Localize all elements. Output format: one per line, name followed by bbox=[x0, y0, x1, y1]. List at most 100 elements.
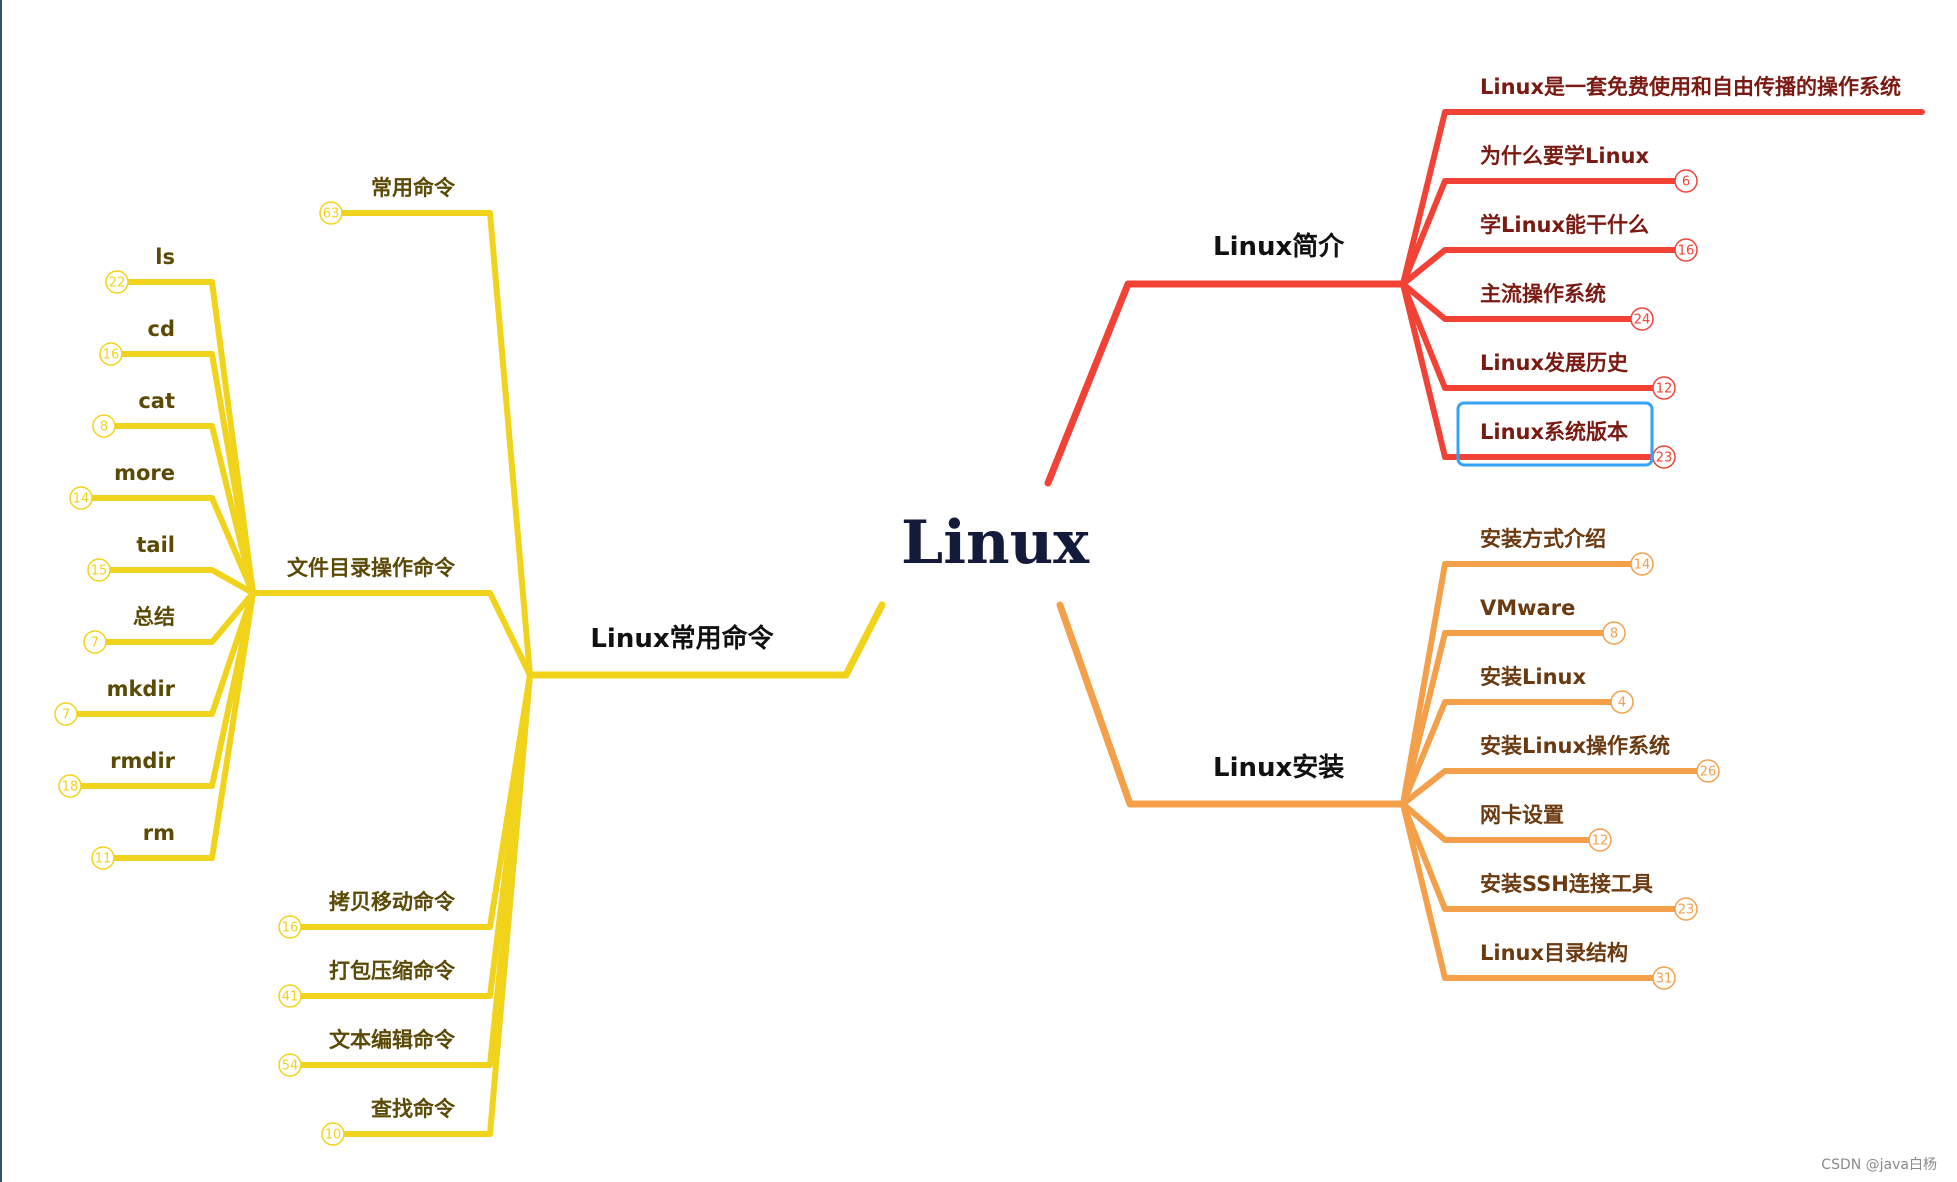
node-commands-item[interactable]: 文本编辑命令 bbox=[329, 1028, 456, 1052]
node-intro-item[interactable]: Linux发展历史 bbox=[1480, 351, 1629, 375]
edge-commands-to-filedir bbox=[250, 590, 533, 678]
count-badge[interactable]: 15 bbox=[87, 558, 111, 582]
edge-install-child bbox=[1400, 630, 1617, 807]
node-install-item[interactable]: 安装Linux bbox=[1480, 665, 1586, 689]
collapsed-count-circle bbox=[54, 702, 78, 726]
count-badge[interactable]: 41 bbox=[278, 984, 302, 1008]
count-badge[interactable]: 16 bbox=[99, 342, 123, 366]
edge-root-to-commands bbox=[526, 601, 886, 679]
collapsed-count-circle bbox=[1588, 828, 1612, 852]
count-badge[interactable]: 18 bbox=[58, 774, 82, 798]
edge-commands-child bbox=[287, 672, 533, 999]
edge-filedir-leaf bbox=[114, 279, 256, 596]
collapsed-count-label: 12 bbox=[1656, 382, 1673, 397]
collapsed-count-circle bbox=[278, 1053, 302, 1077]
count-badge[interactable]: 12 bbox=[1588, 828, 1612, 852]
node-install-item[interactable]: 网卡设置 bbox=[1480, 803, 1564, 827]
node-command-总结[interactable]: 总结 bbox=[133, 605, 175, 629]
node-commands-item[interactable]: 常用命令 bbox=[371, 176, 456, 200]
count-badge[interactable]: 54 bbox=[278, 1053, 302, 1077]
node-command-cd[interactable]: cd bbox=[148, 317, 175, 341]
edge-filedir-leaf bbox=[101, 423, 256, 596]
node-commands-item[interactable]: 查找命令 bbox=[371, 1097, 456, 1121]
collapsed-count-label: 7 bbox=[91, 636, 99, 651]
edge-commands-child bbox=[330, 672, 533, 1137]
count-badge[interactable]: 23 bbox=[1674, 897, 1698, 921]
node-intro-item[interactable]: 为什么要学Linux bbox=[1480, 144, 1649, 168]
count-badge[interactable]: 22 bbox=[105, 270, 129, 294]
node-command-cat[interactable]: cat bbox=[138, 389, 175, 413]
collapsed-count-circle bbox=[99, 342, 123, 366]
collapsed-count-label: 23 bbox=[1656, 451, 1673, 466]
node-command-ls[interactable]: ls bbox=[155, 245, 175, 269]
collapsed-count-label: 11 bbox=[95, 852, 112, 867]
collapsed-count-label: 14 bbox=[73, 492, 90, 507]
count-badge[interactable]: 11 bbox=[91, 846, 115, 870]
collapsed-count-label: 26 bbox=[1700, 765, 1717, 780]
node-command-rm[interactable]: rm bbox=[143, 821, 175, 845]
edge-intro-child bbox=[1400, 281, 1667, 391]
node-filedir-commands[interactable]: 文件目录操作命令 bbox=[287, 556, 456, 580]
edge-filedir-leaf bbox=[63, 590, 256, 717]
node-install-item[interactable]: 安装SSH连接工具 bbox=[1480, 872, 1653, 896]
count-badge[interactable]: 10 bbox=[321, 1122, 345, 1146]
collapsed-count-label: 12 bbox=[1592, 834, 1609, 849]
count-badge[interactable]: 14 bbox=[1630, 552, 1654, 576]
node-command-rmdir[interactable]: rmdir bbox=[110, 749, 175, 773]
count-badge[interactable]: 16 bbox=[278, 915, 302, 939]
count-badge[interactable]: 16 bbox=[1674, 238, 1698, 262]
edge-filedir-leaf bbox=[92, 590, 256, 645]
count-badge[interactable]: 12 bbox=[1652, 376, 1676, 400]
node-install-item[interactable]: 安装Linux操作系统 bbox=[1480, 734, 1670, 758]
count-badge[interactable]: 26 bbox=[1696, 759, 1720, 783]
edge-root-to-intro bbox=[1044, 280, 1407, 487]
edge-install-child bbox=[1400, 801, 1689, 912]
node-install-item[interactable]: 安装方式介绍 bbox=[1480, 527, 1606, 551]
node-intro-item[interactable]: Linux是一套免费使用和自由传播的操作系统 bbox=[1480, 75, 1901, 99]
edge-intro-child bbox=[1400, 281, 1667, 460]
count-badge[interactable]: 31 bbox=[1652, 966, 1676, 990]
edge-intro-child bbox=[1400, 281, 1645, 322]
count-badge[interactable]: 7 bbox=[83, 630, 107, 654]
collapsed-count-circle bbox=[58, 774, 82, 798]
collapsed-count-circle bbox=[1610, 690, 1634, 714]
edge-install-child bbox=[1400, 561, 1645, 807]
count-badge[interactable]: 8 bbox=[92, 414, 116, 438]
collapsed-count-circle bbox=[1652, 966, 1676, 990]
count-badge[interactable]: 4 bbox=[1610, 690, 1634, 714]
collapsed-count-label: 7 bbox=[62, 708, 70, 723]
collapsed-count-circle bbox=[278, 915, 302, 939]
count-badge[interactable]: 6 bbox=[1674, 169, 1698, 193]
edge-filedir-leaf bbox=[67, 590, 256, 789]
root-node-linux[interactable]: Linux bbox=[901, 508, 1090, 578]
edge-install-child bbox=[1400, 768, 1711, 807]
collapsed-count-circle bbox=[92, 414, 116, 438]
node-command-tail[interactable]: tail bbox=[136, 533, 175, 557]
count-badge[interactable]: 7 bbox=[54, 702, 78, 726]
node-commands-item[interactable]: 拷贝移动命令 bbox=[329, 890, 456, 914]
count-badge[interactable]: 23 bbox=[1652, 445, 1676, 469]
node-intro-item[interactable]: Linux系统版本 bbox=[1480, 420, 1628, 444]
node-linux-install[interactable]: Linux安装 bbox=[1213, 753, 1344, 783]
node-linux-intro[interactable]: Linux简介 bbox=[1213, 231, 1345, 262]
node-install-item[interactable]: VMware bbox=[1480, 596, 1575, 620]
count-badge[interactable]: 24 bbox=[1630, 307, 1654, 331]
count-badge[interactable]: 63 bbox=[319, 201, 343, 225]
node-commands-item[interactable]: 打包压缩命令 bbox=[329, 959, 456, 983]
node-command-mkdir[interactable]: mkdir bbox=[107, 677, 176, 701]
node-intro-item[interactable]: 主流操作系统 bbox=[1480, 282, 1606, 306]
node-install-item[interactable]: Linux目录结构 bbox=[1480, 941, 1628, 965]
edge-filedir-leaf bbox=[78, 495, 256, 596]
collapsed-count-label: 14 bbox=[1634, 558, 1651, 573]
count-badge[interactable]: 8 bbox=[1602, 621, 1626, 645]
edge-intro-child bbox=[1400, 109, 1925, 287]
node-command-more[interactable]: more bbox=[114, 461, 175, 485]
collapsed-count-circle bbox=[83, 630, 107, 654]
node-intro-item[interactable]: 学Linux能干什么 bbox=[1480, 213, 1649, 237]
node-linux-commands[interactable]: Linux常用命令 bbox=[590, 623, 774, 654]
count-badge[interactable]: 14 bbox=[69, 486, 93, 510]
collapsed-count-label: 63 bbox=[323, 207, 340, 222]
edge-install-child bbox=[1400, 801, 1667, 981]
